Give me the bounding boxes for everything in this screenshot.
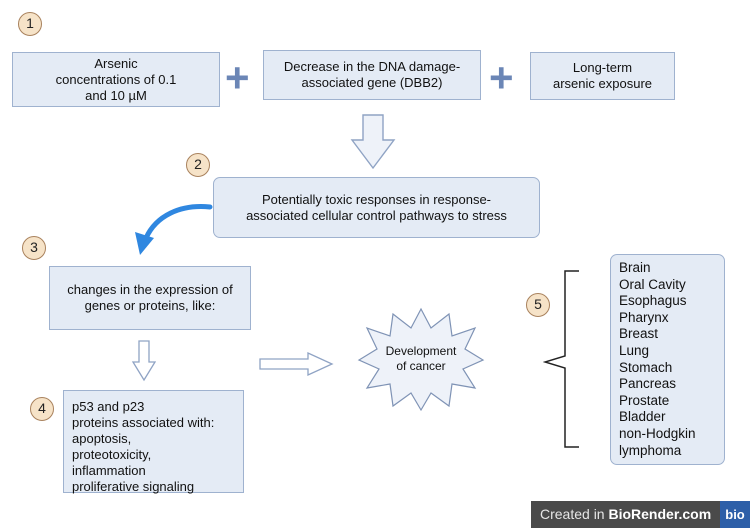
cancer-sites-list: Brain Oral Cavity Esophagus Pharynx Brea… [610,254,725,465]
cancer-site-item: Pharynx [619,309,669,325]
arsenic-concentration-line: concentrations of 0.1 [55,71,177,87]
cancer-site-item: Stomach [619,359,673,375]
protein-line: inflammation [72,463,146,478]
dbb2-line: associated gene (DBB2) [301,75,443,90]
toxic-responses-box: Potentially toxic responses in response-… [213,177,540,238]
protein-line: proteins associated with: [72,415,215,430]
dbb2-decrease-box: Decrease in the DNA damage- associated g… [263,50,481,100]
plus-sign: + [489,54,514,101]
toxic-responses-line: Potentially toxic responses in response- [261,191,492,207]
cancer-site-item: Bladder [619,409,666,425]
protein-line: proteotoxicity, [72,447,152,462]
arsenic-concentration-box: Arsenic concentrations of 0.1 and 10 µM [12,52,220,107]
watermark-prefix: Created in [540,506,609,522]
development-label: Development of cancer [377,339,465,379]
long-term-line: arsenic exposure [553,76,652,91]
long-term-line: Long-term [572,60,633,75]
arsenic-concentration-line: and 10 µM [85,87,147,103]
expression-changes-line: genes or proteins, like: [84,298,216,313]
cancer-site-item: Oral Cavity [619,276,686,292]
long-term-exposure-box: Long-term arsenic exposure [530,52,675,100]
protein-markers-box: p53 and p23 proteins associated with: ap… [63,390,244,494]
watermark-brand: BioRender.com [608,506,712,522]
development-line: Development [385,344,457,358]
cancer-site-item: Prostate [619,392,670,408]
step-3-badge: 3 [22,236,46,260]
cancer-site-item: non-Hodgkin [619,425,696,441]
plus-sign: + [225,54,250,101]
protein-line: p53 and p23 [72,399,145,414]
cancer-site-item: Esophagus [619,293,687,309]
biorender-watermark: Created in BioRender.com bio [531,501,750,528]
development-starburst [357,307,485,412]
step-1-badge: 1 [18,12,42,36]
curved-arrow-icon [135,204,213,255]
toxic-responses-line: associated cellular control pathways to … [246,207,507,223]
expression-changes-line: changes in the expression of [67,282,233,297]
cancer-site-item: lymphoma [619,442,682,458]
biorender-logo: bio [720,501,750,528]
protein-line: apoptosis, [72,431,132,446]
down-arrow-icon [132,340,156,382]
step-4-badge: 4 [30,397,54,421]
watermark-text: Created in BioRender.com [540,501,711,528]
expression-changes-box: changes in the expression of genes or pr… [49,266,251,330]
curly-brace-icon [543,270,579,448]
cancer-site-item: Pancreas [619,376,677,392]
right-arrow-icon [259,352,334,376]
development-line: of cancer [396,359,446,373]
cancer-site-item: Breast [619,326,659,342]
arsenic-concentration-line: Arsenic [94,55,138,71]
cancer-site-item: Lung [619,342,650,358]
dbb2-line: Decrease in the DNA damage- [283,59,461,74]
protein-line: proliferative signaling [72,479,195,494]
cancer-site-item: Brain [619,260,651,275]
step-5-badge: 5 [526,293,550,317]
down-arrow-icon [350,114,396,170]
step-2-badge: 2 [186,153,210,177]
